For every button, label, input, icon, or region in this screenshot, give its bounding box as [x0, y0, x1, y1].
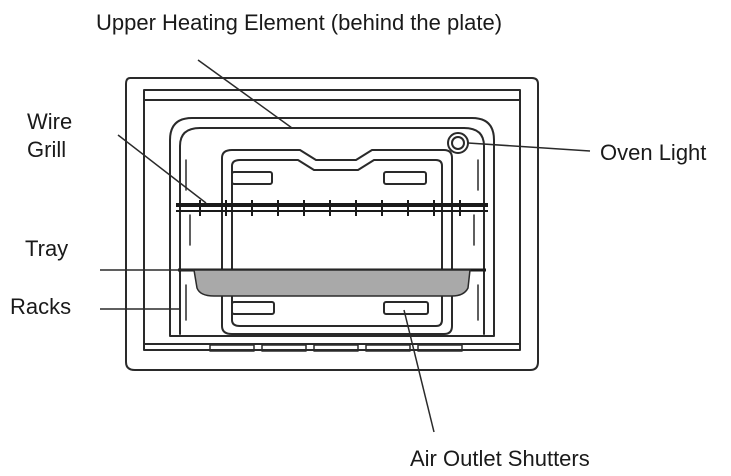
- leader-upper-heating: [197, 59, 293, 129]
- wire-grill: [176, 200, 488, 216]
- label-tray: Tray: [25, 236, 69, 261]
- bottom-vents: [209, 344, 463, 352]
- leader-lines: [100, 59, 591, 433]
- oven-outer-frame: [125, 77, 539, 371]
- leader-wire-grill: [117, 134, 207, 204]
- leader-oven-light: [467, 142, 591, 152]
- label-upper-heating-element: Upper Heating Element (behind the plate): [96, 10, 503, 35]
- air-outlet-slot-lower-left: [231, 301, 275, 315]
- label-racks: Racks: [10, 294, 72, 319]
- oven-outer-frame-inner: [143, 89, 521, 351]
- air-outlet-slot-upper-left: [231, 171, 273, 185]
- label-air-outlet-shutters: Air Outlet Shutters: [410, 446, 590, 471]
- back-plate: [221, 149, 453, 335]
- side-racks: [185, 159, 479, 321]
- tray: [178, 268, 486, 297]
- oven-cavity: [169, 117, 495, 337]
- leader-air-outlet: [403, 309, 435, 433]
- label-oven-light: Oven Light: [600, 140, 707, 165]
- air-outlet-slot-upper-right: [383, 171, 427, 185]
- air-outlet-slot-lower-right: [383, 301, 429, 315]
- label-grill: Grill: [27, 137, 67, 162]
- label-wire: Wire: [27, 109, 73, 134]
